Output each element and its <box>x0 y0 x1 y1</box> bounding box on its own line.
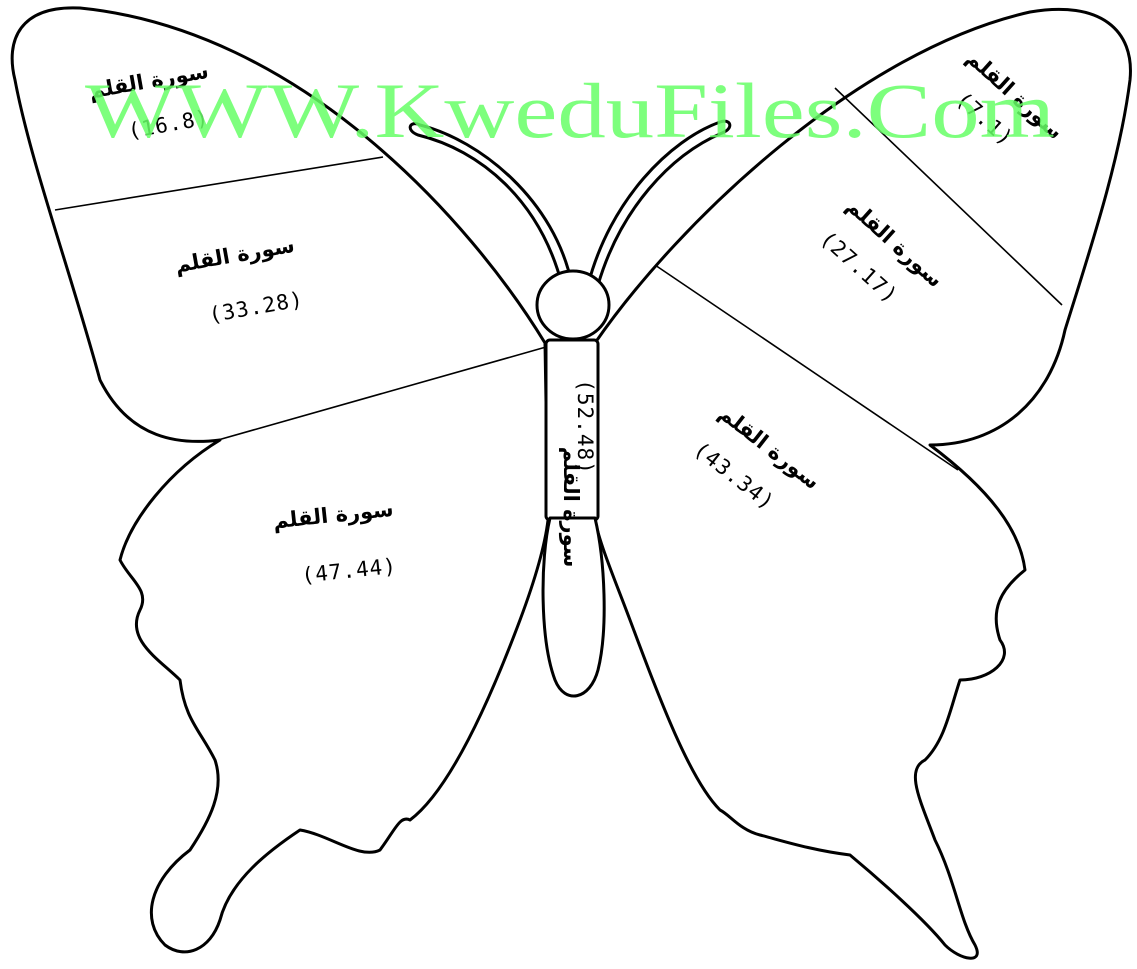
watermark-text: WWW.KweduFiles.Com <box>85 67 1055 154</box>
head <box>537 271 609 339</box>
region-label: سورة القلم <box>559 447 583 568</box>
